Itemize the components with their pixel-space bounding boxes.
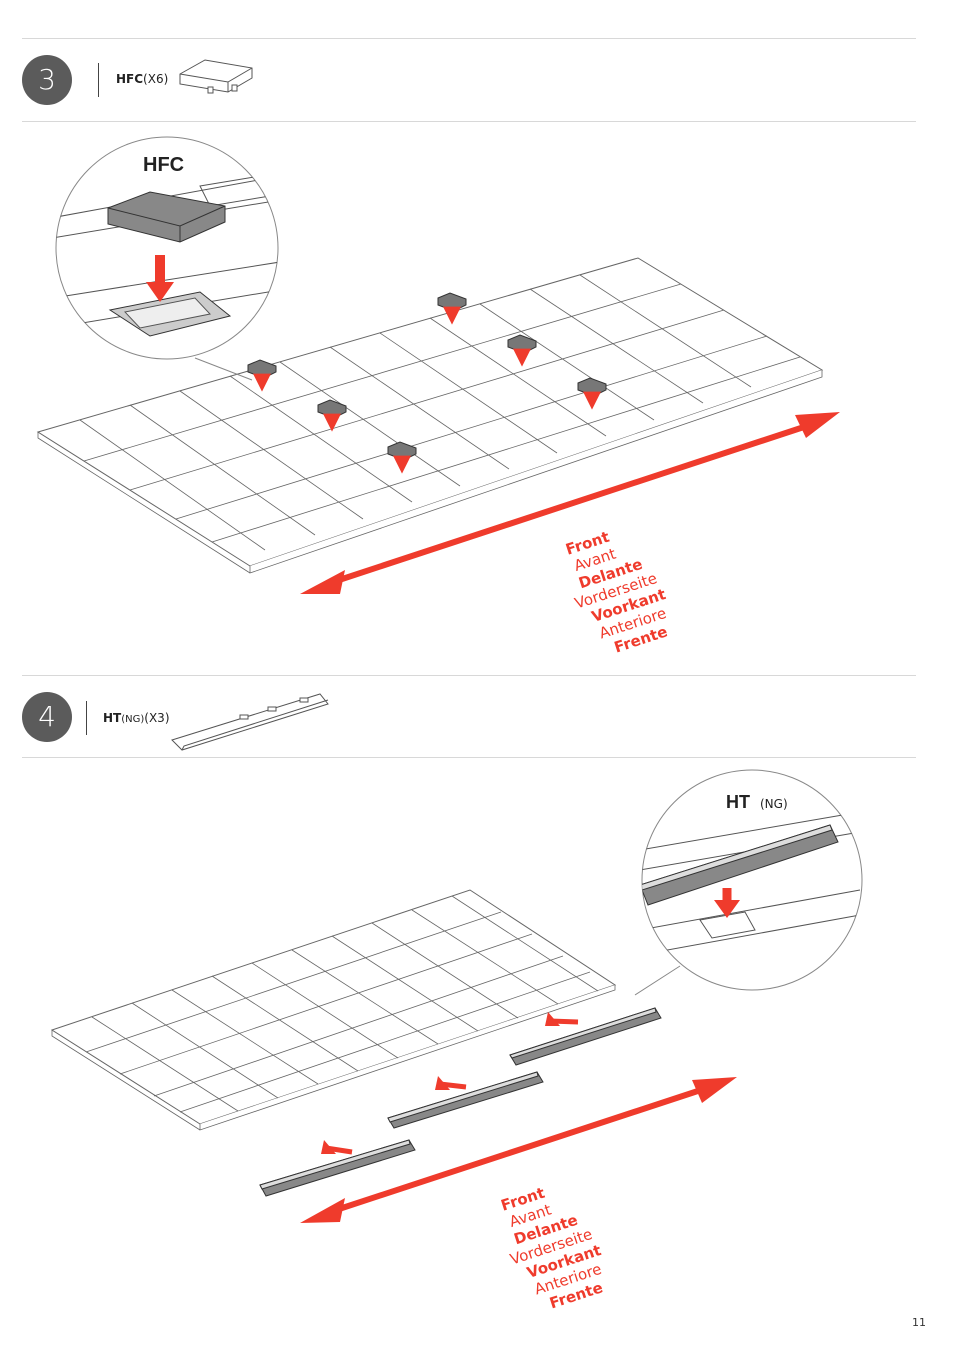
part-code: HFC [116, 72, 144, 86]
step-number-badge: 3 [22, 55, 72, 105]
front-direction-labels: Front Avant Delante Vorderseite Voorkant… [563, 528, 669, 657]
header-divider [98, 63, 99, 97]
step-number-badge: 4 [22, 692, 72, 742]
front-direction-arrow [300, 412, 840, 594]
part-label: HFC(X6) [116, 72, 168, 86]
part-variant: (NG) [121, 714, 145, 725]
rule-step3-bottom [22, 121, 916, 122]
zoom-detail-ht: HT (NG) [634, 769, 863, 996]
part-quantity: (X3) [144, 711, 170, 725]
front-direction-arrow [300, 1077, 737, 1223]
page-number: 11 [912, 1316, 926, 1329]
hfc-parts-step3 [247, 292, 607, 474]
part-label: HT(NG)(X3) [103, 711, 170, 725]
ht-part-icon [171, 693, 329, 751]
hfc-part-icon [179, 59, 253, 94]
zoom-variant: (NG) [760, 797, 788, 811]
front-direction-labels: Front Avant Delante Vorderseite Voorkant… [499, 1184, 605, 1313]
zoom-label: HT [726, 792, 750, 812]
floor-panel-step3 [36, 257, 824, 574]
ht-parts-step4 [259, 1007, 662, 1197]
zoom-detail-hfc: HFC [55, 136, 279, 381]
zoom-label: HFC [143, 154, 184, 176]
rule-top [22, 38, 916, 39]
floor-panel-step4 [50, 889, 617, 1131]
rule-step4-top [22, 675, 916, 676]
part-code: HT [103, 711, 122, 725]
part-quantity: (X6) [143, 72, 169, 86]
header-divider [86, 701, 87, 735]
rule-step4-bottom [22, 757, 916, 758]
